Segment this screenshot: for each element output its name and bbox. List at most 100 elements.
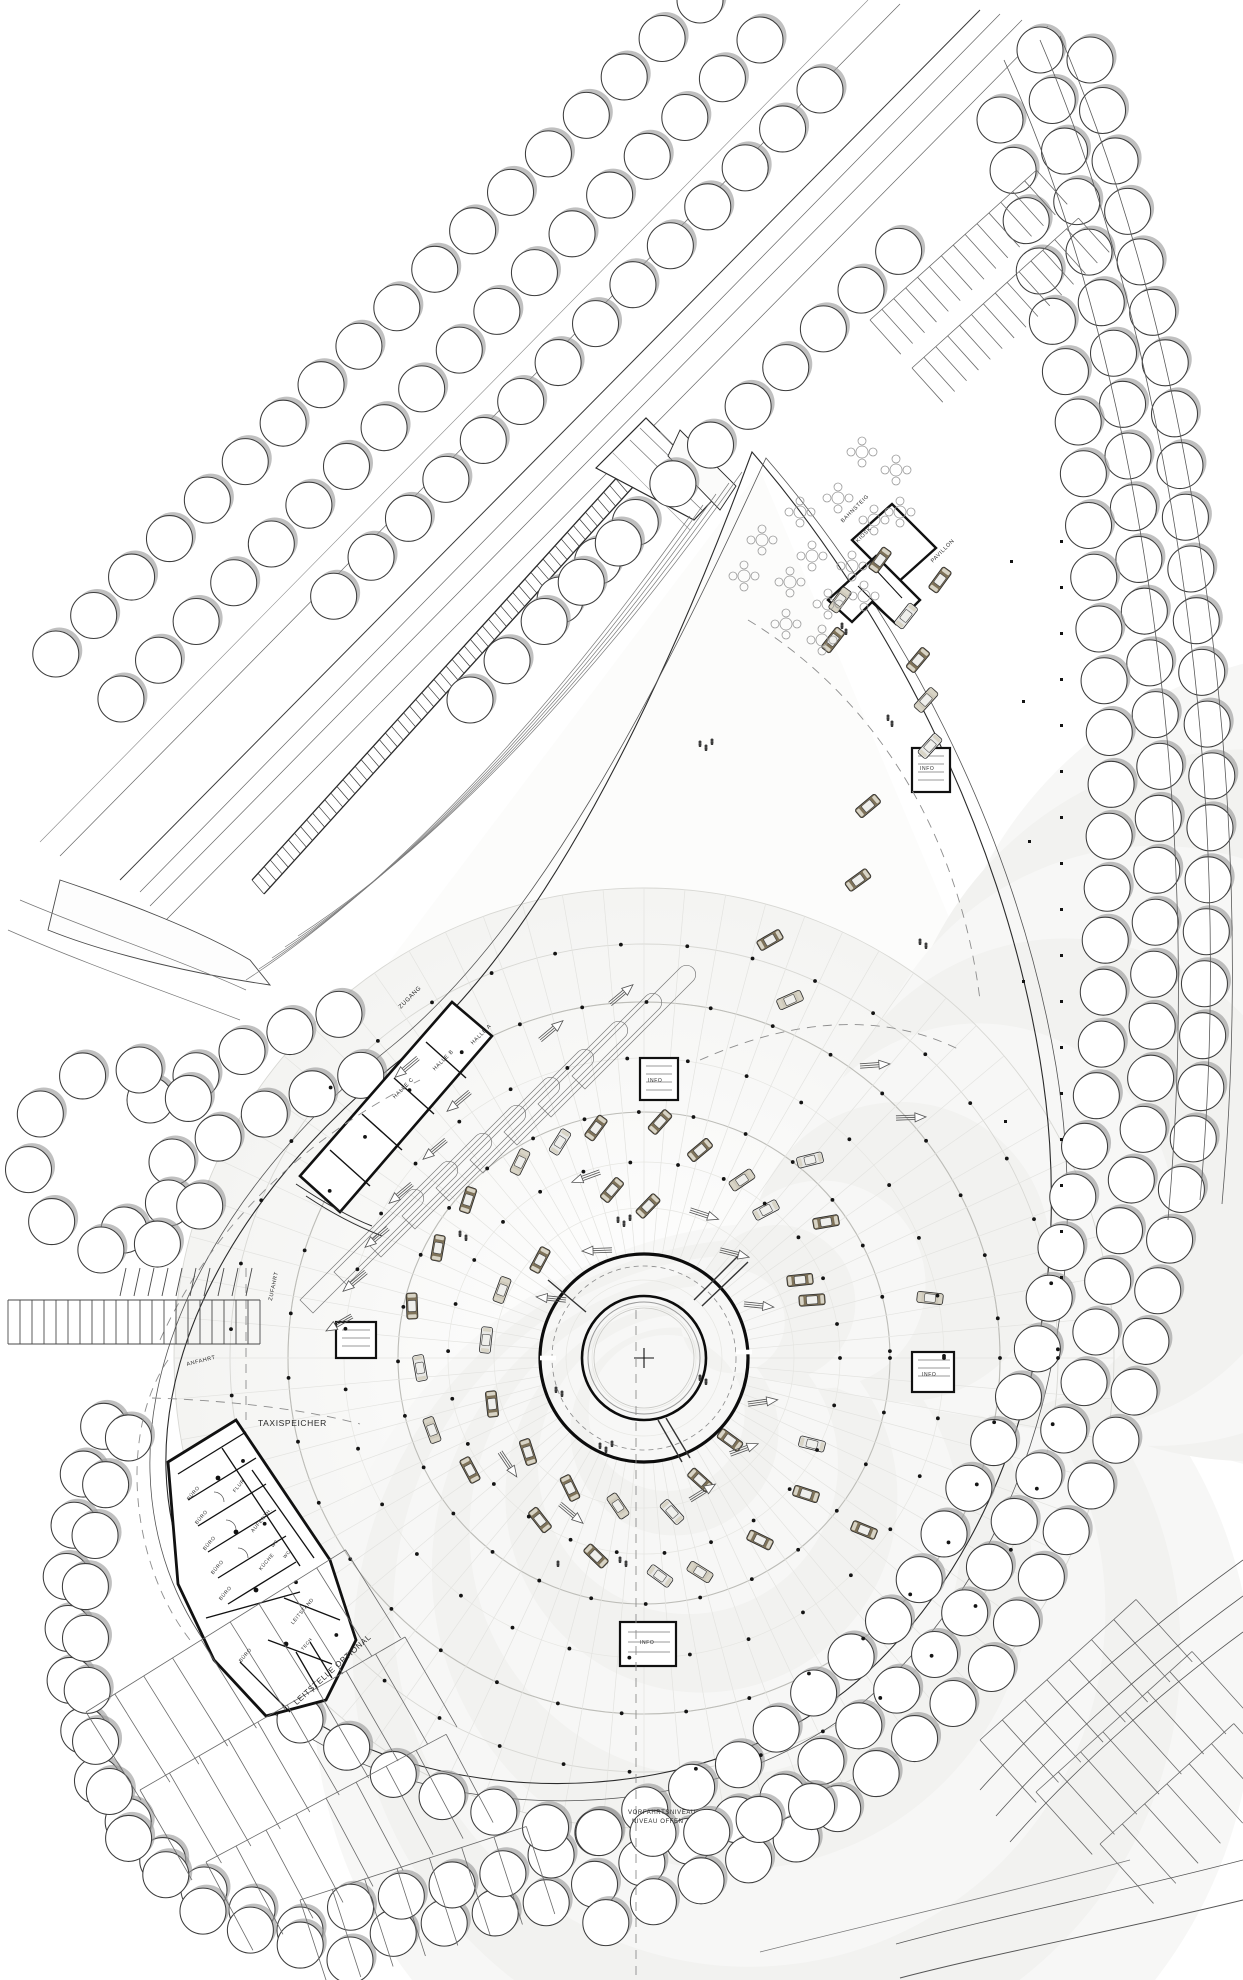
- bollard-dot: [687, 1652, 692, 1657]
- table-with-chairs: [806, 624, 838, 656]
- car-symbol: [812, 1214, 840, 1230]
- bollard-dot: [917, 1235, 921, 1240]
- tree-symbol: [1127, 1054, 1175, 1102]
- car-symbol: [756, 929, 784, 951]
- tree-symbol: [891, 1715, 939, 1763]
- tree-symbol: [1130, 950, 1178, 998]
- person-symbol: [698, 1374, 702, 1381]
- bollard-dot: [421, 1465, 426, 1470]
- person-symbol: [624, 1560, 628, 1567]
- bollard-dot: [582, 1117, 587, 1122]
- bollard-dot: [924, 1138, 928, 1143]
- tree-symbol: [714, 1741, 762, 1789]
- tree-symbol: [721, 144, 769, 192]
- bollard-dot: [627, 1769, 632, 1774]
- tree-symbol: [97, 675, 145, 723]
- tree-symbol: [522, 1879, 570, 1927]
- tree-symbol: [799, 305, 847, 353]
- bollard-dot: [676, 1163, 680, 1167]
- person-symbol: [886, 714, 890, 721]
- tree-symbol: [594, 519, 642, 567]
- tree-symbol: [788, 1783, 836, 1831]
- tree-symbol: [1067, 1462, 1115, 1510]
- car-symbol: [529, 1246, 551, 1274]
- tree-symbol: [1065, 501, 1113, 550]
- bollard-dot: [628, 1160, 633, 1165]
- tree-symbol: [1116, 238, 1164, 286]
- tree-symbol: [1085, 708, 1133, 756]
- bollard-dot: [750, 956, 755, 961]
- tree-symbol: [1028, 77, 1076, 125]
- bollard-dot: [691, 1115, 696, 1119]
- bollard-dot: [302, 1248, 307, 1253]
- bollard-dot: [459, 1593, 463, 1598]
- tree-symbol: [1095, 1207, 1144, 1255]
- person-symbol: [704, 744, 708, 751]
- car-symbol: [559, 1474, 581, 1502]
- car-symbol: [606, 1492, 630, 1520]
- bollard-dot: [935, 1416, 940, 1421]
- tree-symbol: [310, 572, 358, 620]
- tree-symbol: [571, 300, 620, 348]
- bollard-dot: [289, 1139, 294, 1143]
- table-with-chairs: [858, 504, 890, 536]
- bollard-dot: [693, 1766, 698, 1771]
- tree-symbol: [473, 287, 521, 335]
- tree-symbol: [1131, 898, 1179, 946]
- tree-symbol: [790, 1669, 838, 1717]
- tree-symbol: [1060, 1359, 1108, 1407]
- table-with-chairs: [770, 608, 802, 640]
- bollard-dot: [501, 1219, 505, 1224]
- tree-symbol: [1150, 390, 1199, 438]
- table-with-chairs: [784, 496, 816, 528]
- bollard-dot: [888, 1356, 892, 1360]
- car-symbol: [430, 1234, 446, 1262]
- car-symbol: [850, 1520, 878, 1540]
- bollard-dot: [662, 1551, 667, 1555]
- tree-symbol: [852, 1750, 900, 1798]
- central-rotunda: [538, 1252, 752, 1464]
- tree-symbol: [1134, 1267, 1182, 1315]
- table-with-chairs: [848, 580, 880, 612]
- bollard-dot: [288, 1311, 293, 1316]
- tree-symbol: [218, 1027, 266, 1076]
- tree-symbol: [1120, 587, 1168, 635]
- tree-symbol: [327, 1883, 375, 1931]
- tree-symbol: [63, 1666, 111, 1714]
- person-symbol: [890, 720, 894, 727]
- tree-symbol: [285, 481, 333, 529]
- direction-arrow: [688, 1483, 717, 1503]
- tree-symbol: [686, 421, 735, 469]
- bollard-dot: [396, 1359, 400, 1364]
- bollard-dot: [259, 1198, 264, 1203]
- bollard-dot: [830, 1197, 835, 1202]
- tree-symbol: [422, 455, 470, 503]
- bollard-dot: [407, 1088, 412, 1093]
- bollard-dot: [508, 1087, 513, 1092]
- car-symbol: [746, 1529, 774, 1551]
- car-symbol: [458, 1186, 478, 1214]
- direction-arrow: [719, 1247, 751, 1260]
- tree-symbol: [609, 261, 657, 309]
- bollard-dot: [968, 1101, 973, 1106]
- bollard-dot: [1060, 678, 1063, 681]
- tree-symbol: [1059, 450, 1107, 498]
- tree-symbol: [1015, 247, 1063, 295]
- tree-symbol: [459, 416, 507, 464]
- tree-symbol: [1049, 1173, 1097, 1221]
- bollard-dot: [758, 1753, 763, 1758]
- bollard-dot: [835, 1322, 839, 1326]
- car-symbol: [509, 1148, 531, 1176]
- direction-arrow: [580, 1245, 613, 1256]
- table-with-chairs: [880, 454, 912, 486]
- person-symbol: [704, 1378, 708, 1385]
- terminal-bar-partitions: [329, 1041, 467, 1187]
- bollard-dot: [848, 1573, 853, 1578]
- person-symbol: [618, 1556, 622, 1563]
- tree-symbol: [990, 1497, 1038, 1545]
- bollard-dot: [447, 1206, 451, 1210]
- tree-symbol: [326, 1936, 374, 1980]
- tree-symbol: [752, 1705, 800, 1753]
- bollard-dot: [589, 1596, 594, 1601]
